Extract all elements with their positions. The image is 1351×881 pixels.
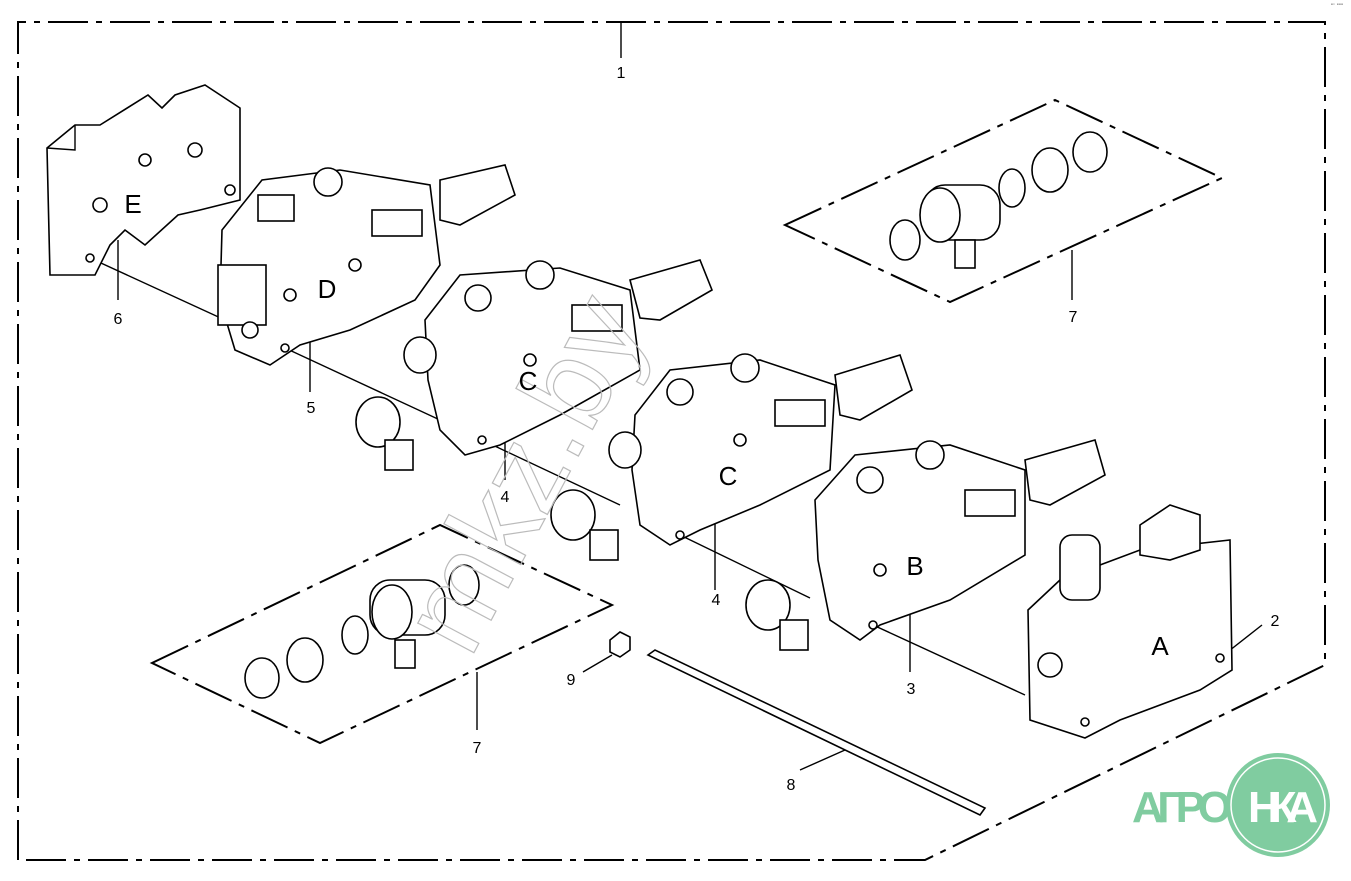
valve-section-d bbox=[217, 164, 516, 366]
callout-7-lower: 7 bbox=[473, 740, 482, 757]
section-letter-a: A bbox=[1151, 631, 1169, 661]
section-letter-e: E bbox=[124, 189, 141, 219]
section-letter-c-2: C bbox=[719, 461, 738, 491]
nut-9 bbox=[609, 631, 631, 658]
corner-mark: ▪▫ ▪▪▪ bbox=[1330, 2, 1343, 8]
end-plate-e bbox=[46, 84, 241, 276]
callout-3: 3 bbox=[907, 681, 916, 698]
seal-kit-upper bbox=[889, 131, 1108, 269]
watermark: mkz.by bbox=[375, 274, 672, 672]
valve-section-b bbox=[745, 439, 1106, 651]
callout-8: 8 bbox=[787, 777, 796, 794]
kit-boundary-upper bbox=[782, 98, 1225, 304]
kit-boundary-lower bbox=[149, 523, 615, 745]
section-letter-b: B bbox=[906, 551, 923, 581]
callout-9: 9 bbox=[567, 672, 576, 689]
logo-text-right: НКА bbox=[1248, 783, 1318, 832]
callout-4-upper: 4 bbox=[501, 489, 510, 506]
section-letter-c-1: C bbox=[519, 366, 538, 396]
valve-section-c-1 bbox=[355, 259, 714, 471]
callout-5: 5 bbox=[307, 400, 316, 417]
callout-1: 1 bbox=[617, 65, 626, 82]
agronka-logo: АГРО НКА bbox=[1132, 753, 1330, 857]
tie-rod-8 bbox=[646, 649, 987, 817]
callout-4-lower: 4 bbox=[712, 592, 721, 609]
seal-kit-lower bbox=[244, 564, 480, 699]
inlet-section-a bbox=[1027, 504, 1233, 739]
callout-6: 6 bbox=[114, 311, 123, 328]
callout-7-upper: 7 bbox=[1069, 309, 1078, 326]
assembly-boundary bbox=[17, 21, 1326, 861]
valve-section-c-2 bbox=[550, 353, 913, 561]
logo-text-left: АГРО bbox=[1132, 783, 1232, 832]
section-letter-d: D bbox=[318, 274, 337, 304]
callout-2: 2 bbox=[1271, 613, 1280, 630]
